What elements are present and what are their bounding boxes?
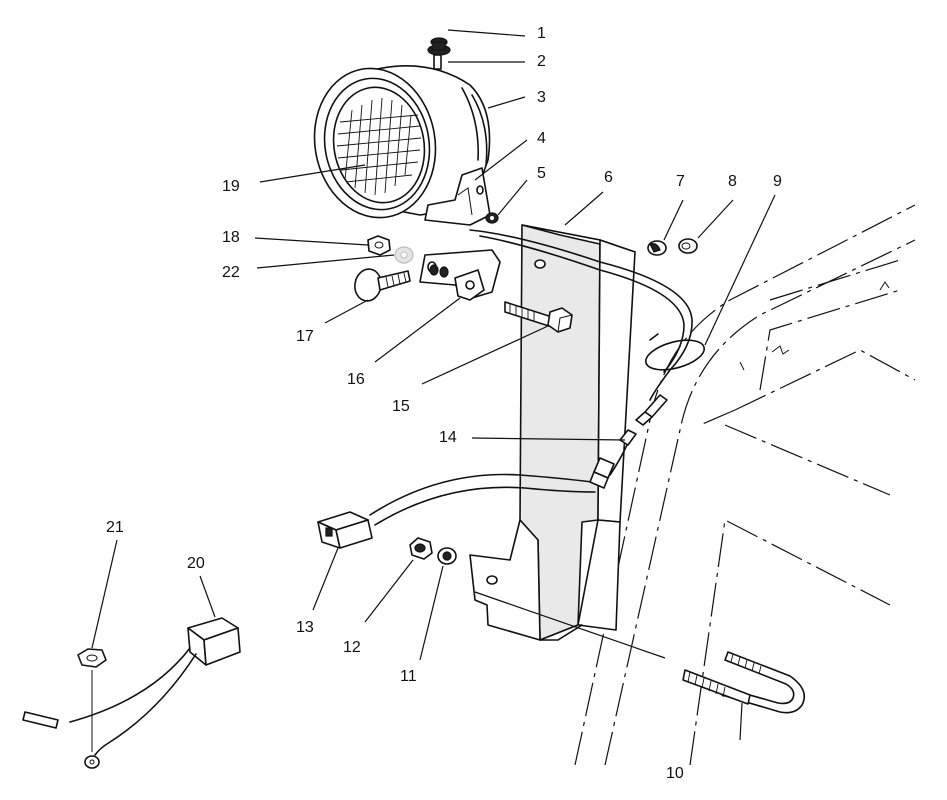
part-21-hex-nut [77,648,107,752]
callout-19: 19 [222,178,240,195]
part-15-bolt [504,301,573,333]
part-8-nut [678,238,698,254]
part-17-carriage-bolt [354,268,411,302]
callout-21: 21 [106,519,124,536]
callout-2: 2 [537,53,546,70]
part-2-mounting-stud [433,54,442,70]
part-5-lock-washer [485,212,499,224]
part-14-bullet-connector [589,394,668,489]
part-6-mount-bracket [469,224,636,641]
callout-13: 13 [296,619,314,636]
part-9-wire-clip [645,333,705,371]
callout-8: 8 [728,173,737,190]
part-20-connector-lead [22,617,241,769]
callout-9: 9 [773,173,782,190]
part-4-lamp-bracket [424,167,491,226]
callout-1: 1 [537,25,546,42]
callout-6: 6 [604,169,613,186]
part-11-washer [437,547,457,565]
part-13-connector-plug [317,511,373,549]
callout-20: 20 [187,555,205,572]
callout-14: 14 [439,429,457,446]
callout-labels: 1 2 3 4 5 6 7 8 9 10 11 12 13 14 15 16 1… [106,25,782,782]
part-7-lock-washer [647,240,667,256]
callout-15: 15 [392,398,410,415]
hardware-washers-on-bracket [429,264,449,278]
part-18-hex-nut [367,235,391,256]
part-1-knob [427,37,451,56]
leader-lines [91,29,776,741]
callout-11: 11 [400,668,417,685]
part-16-swivel-bracket [419,249,501,301]
callout-7: 7 [676,173,685,190]
callout-10: 10 [666,765,684,782]
callout-22: 22 [222,264,240,281]
callout-17: 17 [296,328,314,345]
callout-3: 3 [537,89,546,106]
callout-12: 12 [343,639,361,656]
callout-16: 16 [347,371,365,388]
part-19-lamp-lens [313,67,437,219]
callout-4: 4 [537,130,546,147]
part-22-flat-washer [394,246,414,264]
part-10-u-bolt [682,651,806,714]
callout-5: 5 [537,165,546,182]
part-12-nut [409,537,433,560]
callout-18: 18 [222,229,240,246]
